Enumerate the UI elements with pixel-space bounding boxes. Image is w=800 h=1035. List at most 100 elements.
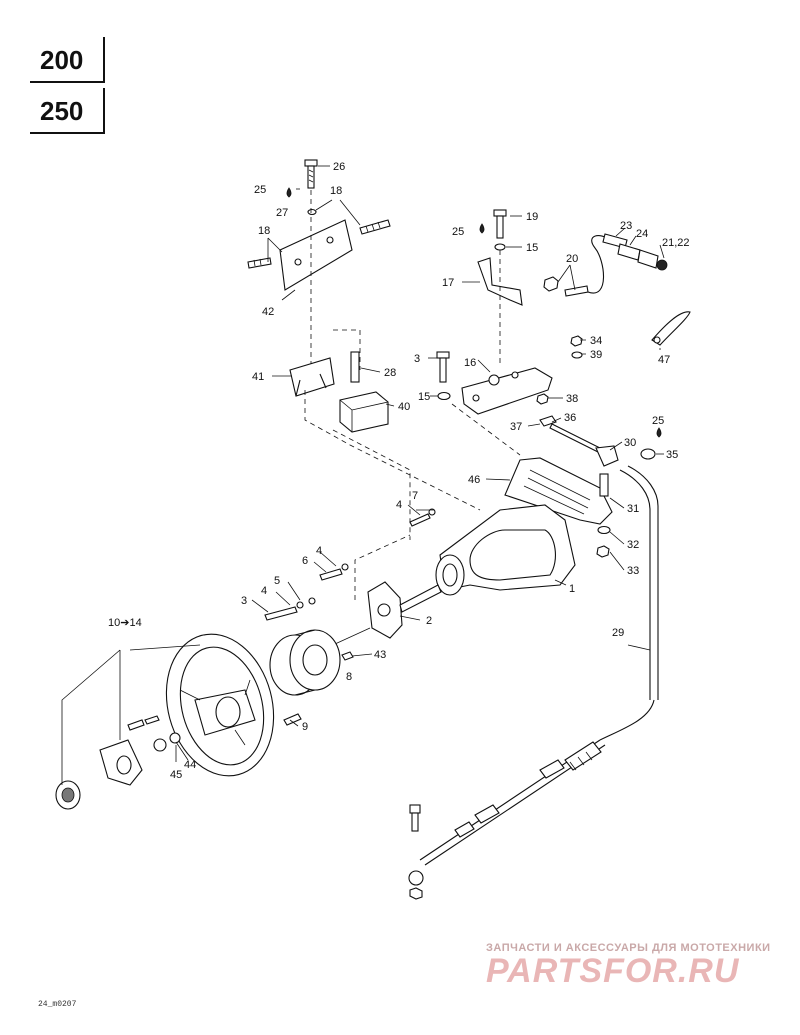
key-43	[341, 651, 354, 661]
callout-17: 17	[442, 277, 454, 289]
thread-locker-drop-icon-25c	[656, 427, 662, 438]
callout-6: 6	[302, 555, 308, 567]
washer-32	[597, 525, 611, 535]
bracket-41	[289, 357, 335, 397]
nut-34	[570, 335, 583, 347]
callout-33: 33	[627, 565, 639, 577]
callout-44: 44	[184, 759, 196, 771]
callout-10-14: 10➔14	[108, 617, 142, 629]
callout-40: 40	[398, 401, 410, 413]
shaft-flange-2	[367, 581, 442, 639]
callout-31: 31	[627, 503, 639, 515]
washer-39	[571, 351, 583, 359]
callout-25c: 25	[652, 415, 664, 427]
bolt-18-left	[247, 257, 272, 269]
callout-26: 26	[333, 161, 345, 173]
callout-27: 27	[276, 207, 288, 219]
callout-46: 46	[468, 474, 480, 486]
washer-44	[169, 732, 181, 744]
pin-28	[350, 351, 360, 383]
callout-3b: 3	[241, 595, 247, 607]
callout-16: 16	[464, 357, 476, 369]
cover-plate	[99, 739, 143, 786]
callout-24: 24	[636, 228, 648, 240]
callout-30: 30	[624, 437, 636, 449]
callout-36: 36	[564, 412, 576, 424]
callout-5: 5	[274, 575, 280, 587]
nut-38	[536, 393, 549, 405]
support-bracket-42	[279, 219, 353, 291]
callout-32: 32	[627, 539, 639, 551]
callout-37: 37	[510, 421, 522, 433]
callout-18a: 18	[330, 185, 342, 197]
connector-24	[617, 243, 668, 271]
bolt-19	[493, 209, 507, 239]
thread-locker-drop-icon-25	[286, 187, 292, 198]
callout-47: 47	[658, 354, 670, 366]
bolt-26	[304, 159, 318, 189]
callout-25b: 25	[452, 226, 464, 238]
bolt-3-upper	[436, 351, 450, 383]
callout-28: 28	[384, 367, 396, 379]
horn-cap	[55, 780, 81, 810]
cable-end-fitting	[408, 804, 424, 900]
callout-23: 23	[620, 220, 632, 232]
callout-3a: 3	[414, 353, 420, 365]
model-label-250: 250	[30, 88, 105, 134]
callout-21-22: 21,22	[662, 237, 690, 249]
callout-42: 42	[262, 306, 274, 318]
callout-35: 35	[666, 449, 678, 461]
callout-15a: 15	[526, 242, 538, 254]
callout-29: 29	[612, 627, 624, 639]
callout-43: 43	[374, 649, 386, 661]
callout-34: 34	[590, 335, 602, 347]
callout-15b: 15	[418, 391, 430, 403]
callout-9: 9	[302, 721, 308, 733]
bracket-17	[477, 257, 523, 306]
callout-18b: 18	[258, 225, 270, 237]
callout-4b: 4	[316, 545, 322, 557]
clip-35	[640, 448, 656, 460]
screw-3-4-5	[264, 597, 316, 621]
column-support-16	[461, 367, 553, 415]
arm-30	[595, 445, 619, 467]
screw-pair	[127, 715, 160, 731]
thread-locker-drop-icon-25b	[479, 223, 485, 234]
nut-20	[543, 276, 559, 292]
callout-25a: 25	[254, 184, 266, 196]
callout-45: 45	[170, 769, 182, 781]
model-label-200: 200	[30, 37, 105, 83]
callout-38: 38	[566, 393, 578, 405]
washer-45	[153, 738, 167, 752]
steering-cable-29	[419, 739, 606, 866]
watermark-tagline: ЗАПЧАСТИ И АКСЕССУАРЫ ДЛЯ МОТОТЕХНИКИ	[486, 942, 771, 954]
screw-6-4	[319, 563, 349, 581]
callout-7: 7	[412, 490, 418, 502]
callout-20: 20	[566, 253, 578, 265]
ball-joint-36-37	[539, 415, 601, 453]
callout-4c: 4	[261, 585, 267, 597]
watermark-brand-logo: PARTSFOR.RU	[486, 952, 740, 990]
steering-wheel-10-14	[165, 633, 275, 777]
screw-7-4	[409, 508, 436, 527]
callout-8: 8	[346, 671, 352, 683]
callout-39: 39	[590, 349, 602, 361]
steering-hub-8	[269, 629, 341, 696]
callout-2: 2	[426, 615, 432, 627]
callout-19: 19	[526, 211, 538, 223]
figure-code: 24_m0207	[38, 1000, 77, 1009]
callout-41: 41	[252, 371, 264, 383]
block-40	[339, 391, 389, 433]
bolt-18-right	[359, 219, 391, 235]
lever-plate-46	[504, 457, 613, 525]
callout-4a: 4	[396, 499, 402, 511]
steering-housing-1	[435, 504, 576, 596]
nut-33	[596, 545, 610, 558]
screw-9	[283, 713, 302, 726]
callout-1: 1	[569, 583, 575, 595]
bolt-31	[599, 473, 609, 497]
cable-tie-47	[651, 311, 691, 346]
washer-27	[307, 208, 317, 216]
